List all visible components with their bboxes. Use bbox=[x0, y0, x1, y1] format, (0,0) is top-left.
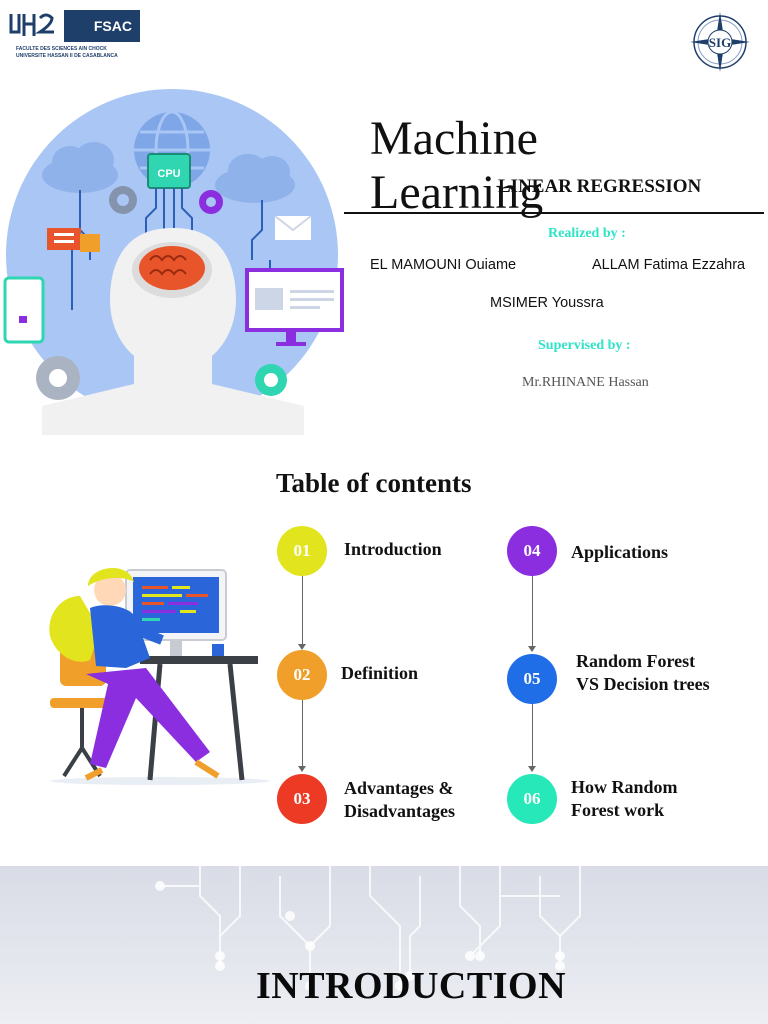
toc-connector bbox=[532, 704, 533, 768]
document-title: Machine Learning bbox=[370, 112, 544, 219]
gear-icon bbox=[199, 190, 223, 214]
sig-logo-text: SIG bbox=[709, 35, 731, 50]
section-title: INTRODUCTION bbox=[255, 965, 567, 1007]
toc-arrow bbox=[528, 646, 536, 652]
toc-item-02-number[interactable]: 02 bbox=[277, 650, 327, 700]
toc-arrow bbox=[298, 644, 306, 650]
sig-compass-logo-icon: SIG bbox=[690, 12, 750, 72]
toc-item-04-number[interactable]: 04 bbox=[507, 526, 557, 576]
author-name: ALLAM Fatima Ezzahra bbox=[592, 257, 746, 273]
toc-item-03-number[interactable]: 03 bbox=[277, 774, 327, 824]
toc-arrow bbox=[298, 766, 306, 772]
supervisor-name: Mr.RHINANE Hassan bbox=[522, 375, 649, 390]
faculty-name: FACULTE DES SCIENCES AIN CHOCK bbox=[16, 46, 107, 52]
gear-icon bbox=[255, 364, 287, 396]
cpu-chip-icon: CPU bbox=[147, 153, 191, 189]
mail-icon bbox=[274, 215, 312, 240]
supervised-by-label: Supervised by : bbox=[538, 338, 631, 353]
chat-bubble-icon bbox=[80, 234, 100, 252]
author-name: EL MAMOUNI Ouiame bbox=[370, 257, 517, 273]
toc-item-05-label[interactable]: Random Forest VS Decision trees bbox=[576, 651, 710, 694]
circuit-board-background bbox=[155, 866, 581, 991]
document-subtitle: LINEAR REGRESSION bbox=[498, 176, 702, 197]
cpu-label: CPU bbox=[157, 168, 180, 180]
university-name: UNIVERSITE HASSAN II DE CASABLANCA bbox=[16, 53, 118, 59]
uh2c-logo-icon bbox=[8, 10, 62, 42]
gear-icon bbox=[109, 186, 137, 214]
toc-connector bbox=[302, 700, 303, 768]
person-at-computer-illustration bbox=[49, 568, 270, 785]
toc-arrow bbox=[528, 766, 536, 772]
realized-by-label: Realized by : bbox=[548, 226, 626, 241]
smartphone-icon bbox=[3, 276, 45, 344]
mug-icon bbox=[212, 644, 224, 656]
cloud-icon bbox=[42, 142, 118, 193]
toc-item-03-label[interactable]: Advantages & Disadvantages bbox=[344, 778, 456, 821]
toc-item-02-label[interactable]: Definition bbox=[341, 663, 419, 683]
ai-head-illustration: CPU bbox=[3, 89, 344, 435]
toc-connector bbox=[532, 576, 533, 648]
toc-item-05-number[interactable]: 05 bbox=[507, 654, 557, 704]
fsac-logo: FSAC FACULTE DES SCIENCES AIN CHOCK UNIV… bbox=[8, 8, 140, 60]
chat-bubble-icon bbox=[47, 228, 81, 250]
author-name: MSIMER Youssra bbox=[490, 295, 604, 311]
fsac-label: FSAC bbox=[64, 10, 140, 42]
person-figure bbox=[49, 568, 220, 781]
cloud-icon bbox=[215, 154, 295, 203]
title-divider bbox=[344, 212, 764, 214]
introduction-section-banner bbox=[0, 866, 768, 1024]
toc-item-06-number[interactable]: 06 bbox=[507, 774, 557, 824]
toc-title: Table of contents bbox=[276, 468, 472, 498]
toc-connector bbox=[302, 576, 303, 646]
toc-item-01-label[interactable]: Introduction bbox=[344, 539, 442, 559]
toc-item-01-number[interactable]: 01 bbox=[277, 526, 327, 576]
gear-icon bbox=[36, 356, 80, 400]
brain-icon bbox=[139, 246, 205, 290]
toc-item-04-label[interactable]: Applications bbox=[571, 542, 669, 562]
toc-item-06-label[interactable]: How Random Forest work bbox=[571, 777, 678, 820]
monitor-icon bbox=[245, 268, 344, 346]
monitor-icon bbox=[125, 569, 227, 656]
